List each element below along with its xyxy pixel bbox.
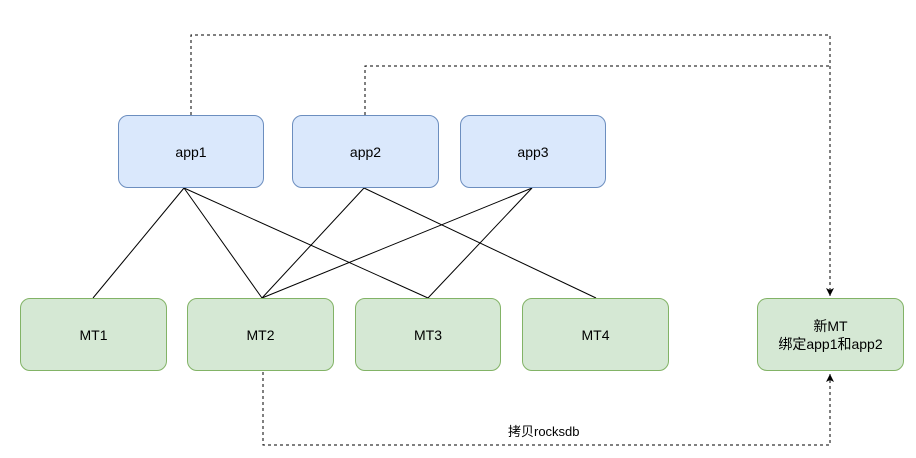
node-mt4-label: MT4 (581, 326, 610, 343)
node-mt3-label: MT3 (414, 326, 442, 343)
node-mt4[interactable]: MT4 (522, 298, 669, 371)
node-new-mt-subtitle: 绑定app1和app2 (778, 335, 883, 352)
node-app2-label: app2 (349, 143, 382, 160)
node-mt3[interactable]: MT3 (355, 298, 501, 371)
node-mt2-label: MT2 (246, 326, 275, 343)
edge-mt2-new-mt-copy (262, 372, 834, 446)
edge-app3-mt3 (427, 187, 533, 299)
edge-app2-new-mt (364, 65, 830, 115)
node-new-mt[interactable]: 新MT 绑定app1和app2 (757, 298, 904, 371)
node-new-mt-title: 新MT (813, 317, 848, 334)
edge-app1-mt3 (183, 187, 429, 299)
node-app3-label: app3 (517, 143, 549, 160)
edge-app1-mt2 (183, 187, 263, 299)
edge-app2-mt2 (261, 187, 365, 299)
node-mt2[interactable]: MT2 (187, 298, 334, 371)
node-mt1[interactable]: MT1 (20, 298, 167, 371)
edge-label-copy-rocksdb: 拷贝rocksdb (506, 421, 582, 440)
node-app1[interactable]: app1 (118, 115, 264, 188)
node-app2[interactable]: app2 (292, 115, 439, 188)
edge-app1-mt1 (92, 187, 185, 299)
node-app3[interactable]: app3 (460, 115, 606, 188)
node-app1-label: app1 (175, 143, 207, 160)
node-mt1-label: MT1 (79, 326, 108, 343)
edge-app3-mt2 (261, 187, 533, 299)
